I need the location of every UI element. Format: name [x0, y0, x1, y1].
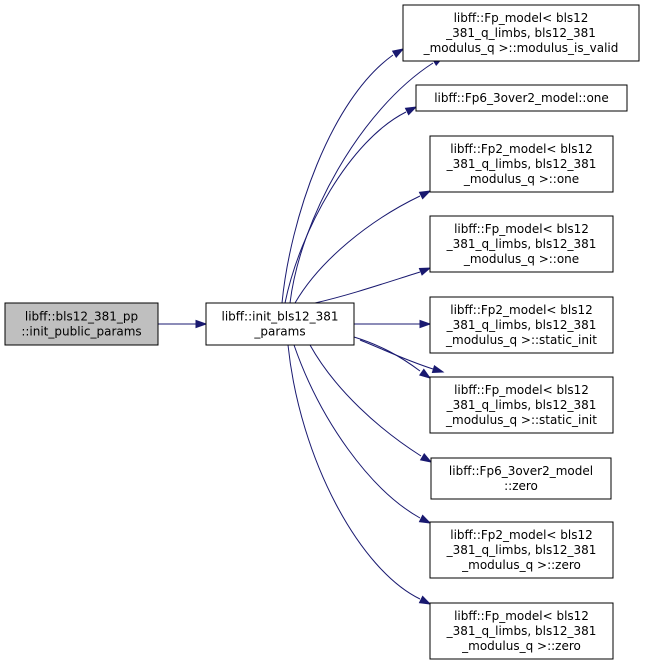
node-label-line: _params [253, 325, 305, 339]
node-label-line: libff::Fp6_3over2_model::one [434, 91, 609, 105]
node-label-line: _modulus_q >::modulus_is_valid [423, 41, 619, 55]
node-box [429, 296, 614, 354]
edge-line [293, 344, 421, 519]
edge-line [359, 339, 434, 370]
node-label-line: _modulus_q >::zero [461, 558, 581, 572]
edge-n1-n9 [293, 344, 432, 524]
node-n1[interactable]: libff::init_bls12_381_params [205, 302, 355, 346]
node-label-line: libff::Fp_model< bls12 [454, 11, 589, 25]
node-label-line: ::init_public_params [21, 325, 141, 339]
edges-layer [158, 48, 445, 605]
node-n3[interactable]: libff::Fp6_3over2_model::one [415, 84, 628, 112]
node-label-line: libff::Fp_model< bls12 [454, 222, 589, 236]
node-label-line: libff::Fp2_model< bls12 [450, 303, 593, 317]
arrowhead [195, 319, 208, 329]
node-box [429, 215, 614, 273]
node-label-line: _modulus_q >::static_init [445, 333, 597, 347]
node-label-line: _381_q_limbs, bls12_381 [445, 26, 596, 40]
edge-n1-n5 [314, 267, 432, 304]
edge-n1-n2 [281, 48, 405, 304]
arrowhead [431, 364, 445, 374]
node-label-line: _381_q_limbs, bls12_381 [446, 318, 597, 332]
arrowhead [418, 368, 432, 379]
node-label-line: _modulus_q >::static_init [445, 413, 597, 427]
edge-line [281, 54, 394, 304]
node-box [415, 84, 628, 112]
nodes-layer: libff::bls12_381_pp::init_public_paramsl… [4, 4, 640, 660]
node-box [429, 376, 614, 434]
node-label-line: libff::Fp_model< bls12 [454, 383, 589, 397]
node-label-line: _modulus_q >::one [463, 172, 579, 186]
node-label-line: _381_q_limbs, bls12_381 [446, 543, 597, 557]
node-label-line: libff::Fp2_model< bls12 [450, 528, 593, 542]
node-box [429, 521, 614, 579]
edge-n0-n1 [158, 319, 208, 329]
edge-line [289, 62, 434, 304]
node-n7[interactable]: libff::Fp_model< bls12_381_q_limbs, bls1… [429, 376, 614, 434]
node-box [402, 4, 640, 62]
edge-n1-n7 [359, 339, 445, 374]
node-label-line: libff::Fp2_model< bls12 [450, 142, 593, 156]
node-label-line: libff::init_bls12_381 [222, 310, 339, 324]
node-label-line: _381_q_limbs, bls12_381 [446, 237, 597, 251]
node-n0: libff::bls12_381_pp::init_public_params [4, 302, 159, 346]
edge-n1-n4 [294, 190, 432, 304]
edge-line [287, 344, 421, 600]
edge-line [353, 336, 421, 372]
edge-line [294, 195, 421, 304]
edge-n1-n8 [309, 344, 433, 463]
node-label-line: libff::bls12_381_pp [25, 310, 138, 324]
node-box [430, 457, 612, 500]
edge-line [309, 344, 422, 457]
node-n8[interactable]: libff::Fp6_3over2_model::zero [430, 457, 612, 500]
node-label-line: _381_q_limbs, bls12_381 [446, 157, 597, 171]
edge-n1-n7 [353, 336, 432, 379]
node-label-line: ::zero [504, 479, 538, 493]
node-n9[interactable]: libff::Fp2_model< bls12_381_q_limbs, bls… [429, 521, 614, 579]
edge-n1-n6 [354, 319, 432, 329]
arrowhead [404, 106, 418, 116]
node-box [429, 602, 614, 660]
edge-line [284, 111, 407, 304]
arrowhead [419, 452, 433, 463]
node-n10[interactable]: libff::Fp_model< bls12_381_q_limbs, bls1… [429, 602, 614, 660]
node-label-line: libff::Fp_model< bls12 [454, 609, 589, 623]
node-n5[interactable]: libff::Fp_model< bls12_381_q_limbs, bls1… [429, 215, 614, 273]
arrowhead [419, 319, 432, 329]
node-label-line: _modulus_q >::zero [461, 639, 581, 653]
node-label-line: libff::Fp6_3over2_model [449, 464, 593, 478]
edge-n1-n3 [284, 106, 418, 304]
arrowhead [418, 190, 432, 200]
arrowhead [418, 267, 432, 276]
node-label-line: _381_q_limbs, bls12_381 [446, 398, 597, 412]
node-label-line: _381_q_limbs, bls12_381 [446, 624, 597, 638]
arrowhead [391, 48, 405, 59]
node-n4[interactable]: libff::Fp2_model< bls12_381_q_limbs, bls… [429, 135, 614, 193]
node-box [4, 302, 159, 346]
node-n6[interactable]: libff::Fp2_model< bls12_381_q_limbs, bls… [429, 296, 614, 354]
arrowhead [418, 514, 432, 524]
node-n2[interactable]: libff::Fp_model< bls12_381_q_limbs, bls1… [402, 4, 640, 62]
arrowhead [418, 595, 432, 605]
node-box [205, 302, 355, 346]
node-label-line: _modulus_q >::one [463, 252, 579, 266]
edge-line [314, 271, 421, 304]
edge-n1-n10 [287, 344, 432, 605]
node-box [429, 135, 614, 193]
